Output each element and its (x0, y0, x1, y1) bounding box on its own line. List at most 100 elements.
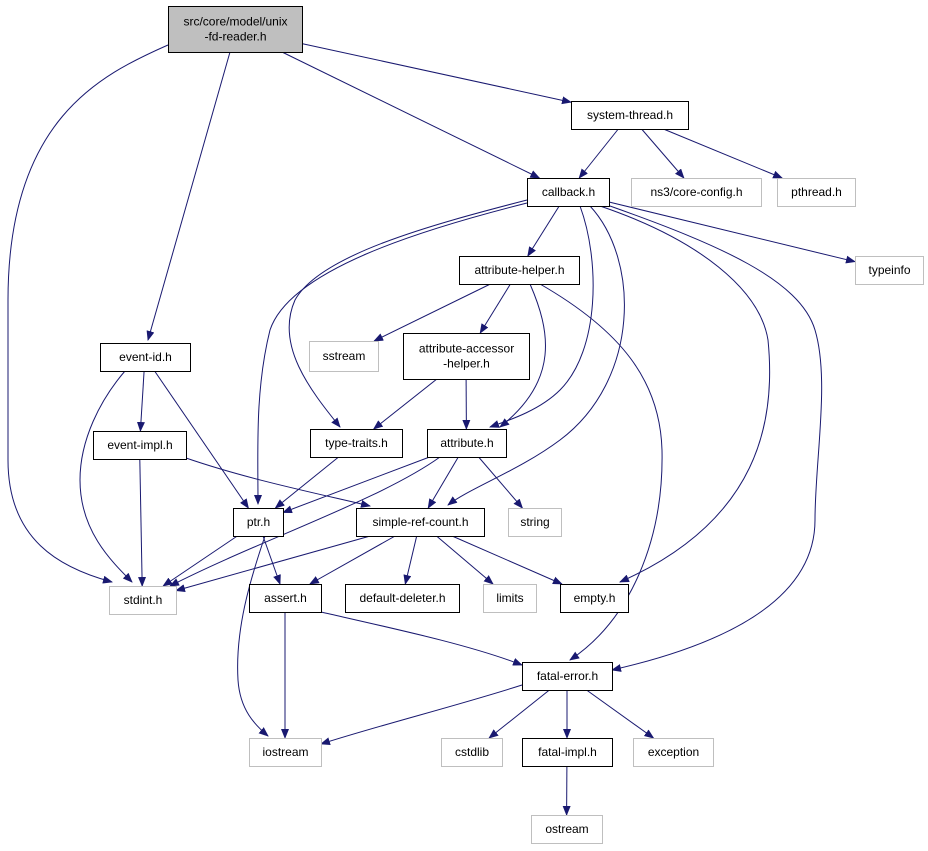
node-box (633, 738, 714, 767)
node-box (631, 178, 762, 207)
node-string: string (508, 508, 562, 537)
edge-event-id-to-stdint (79, 370, 133, 583)
node-label: system-thread.h (587, 108, 673, 122)
node-box (560, 584, 629, 613)
node-label: event-id.h (119, 350, 172, 364)
edge-system-thread-to-pthread (663, 128, 784, 179)
node-label: empty.h (574, 591, 616, 605)
edge-attribute-helper-to-attribute (499, 283, 546, 428)
node-label: ptr.h (247, 515, 270, 529)
node-label: attribute-accessor (419, 342, 514, 356)
edge-callback-to-empty (599, 205, 771, 583)
node-box (345, 584, 460, 613)
node-ostream: ostream (531, 815, 603, 844)
node-box (522, 738, 613, 767)
edge-callback-to-fatal-error (609, 205, 823, 672)
node-label: cstdlib (455, 745, 489, 759)
node-box (522, 662, 613, 691)
edge-simple-ref-count-to-stdint (175, 535, 371, 593)
node-box (168, 6, 303, 53)
node-label: attribute.h (440, 436, 493, 450)
edge-fd-reader-to-system-thread (301, 43, 572, 105)
edges-layer (7, 43, 856, 816)
node-fd-reader[interactable]: src/core/model/unix-fd-reader.h (168, 6, 303, 53)
node-attribute-accessor-helper[interactable]: attribute-accessor-helper.h (403, 333, 530, 380)
edge-callback-to-type-traits (288, 199, 528, 428)
node-label: event-impl.h (107, 438, 172, 452)
node-label: string (520, 515, 549, 529)
node-box (508, 508, 562, 537)
node-simple-ref-count[interactable]: simple-ref-count.h (356, 508, 485, 537)
node-label: fatal-error.h (537, 669, 598, 683)
edge-assert-to-fatal-error (320, 611, 523, 666)
node-system-thread[interactable]: system-thread.h (571, 101, 689, 130)
edge-fatal-error-to-iostream (320, 684, 523, 746)
edge-attribute-helper-to-sstream (373, 283, 491, 342)
node-label: sstream (323, 349, 366, 363)
edge-attribute-to-string (478, 456, 524, 509)
node-label: default-deleter.h (359, 591, 445, 605)
edge-system-thread-to-callback (578, 128, 619, 179)
node-assert[interactable]: assert.h (249, 584, 322, 613)
edge-fd-reader-to-event-id (146, 51, 231, 341)
node-box (441, 738, 503, 767)
edge-simple-ref-count-to-limits (436, 535, 494, 585)
node-iostream: iostream (249, 738, 322, 767)
node-box (777, 178, 856, 207)
node-default-deleter[interactable]: default-deleter.h (345, 584, 460, 613)
node-label: -helper.h (443, 357, 490, 371)
edge-callback-to-ptr (253, 202, 528, 505)
edge-callback-to-simple-ref-count (447, 205, 625, 506)
node-box (427, 429, 507, 458)
node-label: pthread.h (791, 185, 842, 199)
node-fatal-impl[interactable]: fatal-impl.h (522, 738, 613, 767)
node-typeinfo: typeinfo (855, 256, 924, 285)
node-empty[interactable]: empty.h (560, 584, 629, 613)
edge-event-impl-to-stdint (138, 458, 147, 587)
edge-event-id-to-event-impl (136, 370, 145, 432)
node-limits: limits (483, 584, 537, 613)
edge-fatal-error-to-cstdlib (488, 689, 550, 739)
node-box (483, 584, 537, 613)
node-attribute[interactable]: attribute.h (427, 429, 507, 458)
edge-simple-ref-count-to-default-deleter (403, 535, 418, 585)
node-label: callback.h (542, 185, 595, 199)
edge-fd-reader-to-stdint (7, 44, 169, 584)
node-box (233, 508, 284, 537)
node-box (93, 431, 187, 460)
node-box (356, 508, 485, 537)
node-label: simple-ref-count.h (372, 515, 468, 529)
edge-ptr-to-iostream (237, 535, 269, 737)
node-box (100, 343, 191, 372)
node-label: typeinfo (868, 263, 910, 277)
node-box (249, 584, 322, 613)
node-core-config: ns3/core-config.h (631, 178, 762, 207)
node-label: stdint.h (124, 593, 163, 607)
node-exception: exception (633, 738, 714, 767)
edge-attribute-accessor-helper-to-type-traits (372, 378, 438, 430)
node-ptr[interactable]: ptr.h (233, 508, 284, 537)
node-label: ostream (545, 822, 588, 836)
edge-ptr-to-assert (262, 535, 281, 585)
edge-event-impl-to-simple-ref-count (185, 457, 371, 508)
node-event-impl[interactable]: event-impl.h (93, 431, 187, 460)
node-label: -fd-reader.h (204, 30, 266, 44)
node-fatal-error[interactable]: fatal-error.h (522, 662, 613, 691)
node-sstream: sstream (309, 341, 379, 372)
node-type-traits[interactable]: type-traits.h (310, 429, 403, 458)
edge-fatal-error-to-exception (586, 689, 655, 739)
edge-simple-ref-count-to-assert (309, 535, 396, 585)
node-label: src/core/model/unix (183, 15, 287, 29)
node-pthread: pthread.h (777, 178, 856, 207)
node-box (249, 738, 322, 767)
node-box (571, 101, 689, 130)
edge-attribute-to-simple-ref-count (427, 456, 459, 509)
node-callback[interactable]: callback.h (527, 178, 610, 207)
node-event-id[interactable]: event-id.h (100, 343, 191, 372)
node-attribute-helper[interactable]: attribute-helper.h (459, 256, 580, 285)
node-label: attribute-helper.h (474, 263, 564, 277)
node-label: assert.h (264, 591, 307, 605)
node-box (109, 586, 177, 615)
node-label: type-traits.h (325, 436, 388, 450)
